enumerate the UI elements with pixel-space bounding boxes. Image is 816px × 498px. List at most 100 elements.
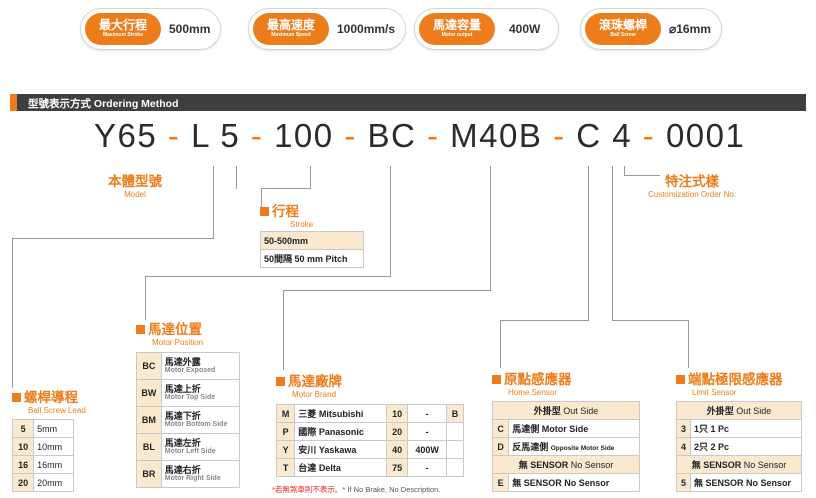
table-cell: 無 SENSOR No Sensor <box>508 473 640 492</box>
code-custom: 0001 <box>665 117 746 154</box>
table-cell: 4 <box>676 437 691 456</box>
spec-value: 400W <box>509 22 541 36</box>
position-label: 馬達位置 Motor Position <box>136 318 203 347</box>
code-type: L <box>191 117 210 154</box>
table-cell: M <box>275 404 296 423</box>
table-cell: 無 SENSOR No Sensor <box>492 455 640 474</box>
table-cell: 5 <box>11 419 35 438</box>
table-cell <box>445 458 465 477</box>
spec-value: 1000mm/s <box>337 22 396 36</box>
table-cell: 無 SENSOR No Sensor <box>690 473 802 492</box>
bullet-square <box>136 325 145 334</box>
code-dash: - <box>344 117 357 154</box>
table-cell: BL <box>136 433 162 461</box>
table-cell: BW <box>136 379 162 407</box>
table-cell: 三菱 Mitsubishi <box>294 404 387 423</box>
table-cell: BC <box>136 352 162 380</box>
section-title: 型號表示方式 Ordering Method <box>28 98 179 110</box>
table-row: 無 SENSOR No Sensor <box>676 455 802 474</box>
table-cell: C <box>491 419 510 438</box>
spec-value: 500mm <box>169 22 211 36</box>
bullet-square <box>276 377 285 386</box>
stroke-pitch: 50間隔 50 mm Pitch <box>260 249 364 268</box>
table-cell: T <box>275 458 296 477</box>
code-dash: - <box>427 117 440 154</box>
model-code: Y65 - L 5 - 100 - BC - M40B - C 4 - 0001 <box>94 117 745 155</box>
connector-line <box>310 166 311 189</box>
header-accent <box>10 94 17 111</box>
connector-line <box>283 290 491 291</box>
connector-line <box>500 320 501 368</box>
table-cell: 40 <box>385 440 409 459</box>
connector-line <box>12 238 214 239</box>
table-cell: 20 <box>385 422 409 441</box>
code-lead: 5 <box>220 117 241 154</box>
table-cell: D <box>491 437 510 456</box>
spec-value: ⌀16mm <box>669 22 711 36</box>
table-cell: B <box>445 404 465 423</box>
connector-line <box>612 166 613 321</box>
table-row: 外掛型 Out Side <box>676 401 802 420</box>
connector-line <box>612 320 688 321</box>
code-dash: - <box>642 117 656 154</box>
table-cell: - <box>407 404 447 423</box>
table-cell: 馬達側 Motor Side <box>508 419 640 438</box>
table-cell: 16mm <box>33 455 74 474</box>
table-cell: - <box>407 422 447 441</box>
brake-note: *若無煞車則不表示。* If No Brake, No Description. <box>272 485 441 494</box>
brand-label: 馬達廠牌 Motor Brand <box>276 370 342 399</box>
connector-line <box>12 238 13 388</box>
custom-label: 特注式樣 Customization Order No. <box>647 174 737 199</box>
connector-line <box>213 166 214 238</box>
code-dash: - <box>553 117 566 154</box>
table-cell: 20 <box>11 473 35 492</box>
code-position: BC <box>367 117 417 154</box>
code-series: Y65 <box>94 117 158 154</box>
connector-line <box>283 290 284 370</box>
table-cell: 10mm <box>33 437 74 456</box>
limit-label: 端點極限感應器 Limit Sensor <box>676 368 783 397</box>
table-cell: 1只 1 Pc <box>690 419 802 438</box>
table-cell: P <box>275 422 296 441</box>
code-dash: - <box>250 117 264 154</box>
connector-line <box>261 188 262 207</box>
code-limit: 4 <box>612 117 633 154</box>
section-header-bar: 型號表示方式 Ordering Method <box>10 94 806 111</box>
bullet-square <box>676 375 685 384</box>
connector-line <box>145 276 391 277</box>
code-motor: M40B <box>450 117 543 154</box>
table-cell: 16 <box>11 455 35 474</box>
table-row: 無 SENSOR No Sensor <box>492 455 640 474</box>
stroke-label: 行程 Stroke <box>260 200 313 229</box>
code-dash: - <box>167 117 181 154</box>
table-cell: 2只 2 Pc <box>690 437 802 456</box>
bullet-square <box>260 207 269 216</box>
table-cell: 無 SENSOR No Sensor <box>676 455 802 474</box>
table-cell: 外掛型 Out Side <box>676 401 802 420</box>
table-cell: 5mm <box>33 419 74 438</box>
table-cell: 20mm <box>33 473 74 492</box>
connector-line <box>490 166 491 290</box>
connector-line <box>145 276 146 320</box>
